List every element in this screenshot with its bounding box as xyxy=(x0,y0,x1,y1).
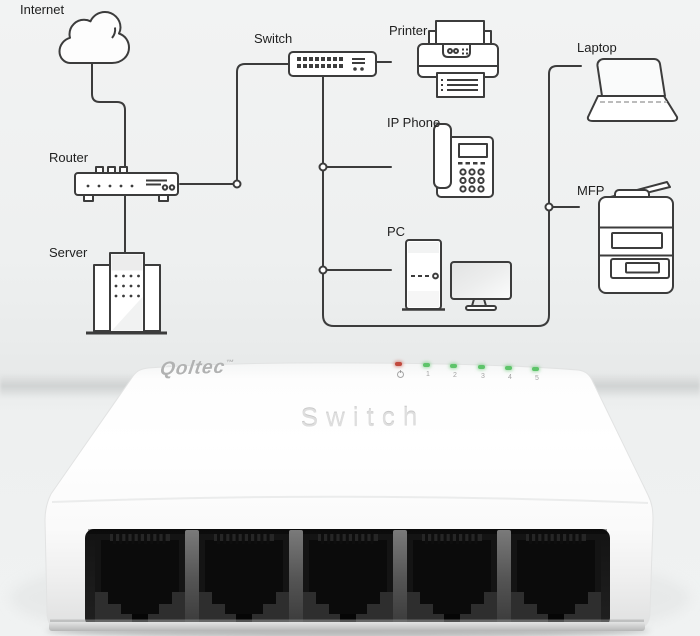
server-icon xyxy=(86,252,167,335)
label-printer: Printer xyxy=(389,23,428,38)
bottom-base-strip xyxy=(49,622,645,631)
mfp-icon xyxy=(598,181,674,294)
internet-cloud-icon xyxy=(58,11,130,64)
pc-icon xyxy=(402,239,512,311)
ethernet-port-1 xyxy=(95,534,185,623)
label-switch: Switch xyxy=(254,31,293,46)
line-switch-trunk xyxy=(322,65,582,327)
ethernet-port-4 xyxy=(407,534,497,623)
label-router: Router xyxy=(49,150,89,165)
ethernet-port-2 xyxy=(199,534,289,623)
port-recess-top-shade xyxy=(88,529,607,534)
label-pc: PC xyxy=(387,224,406,239)
switch-icon xyxy=(288,51,377,77)
device-model-text: Switch xyxy=(300,401,426,433)
ethernet-port-3 xyxy=(303,534,393,623)
front-edge-crease xyxy=(51,495,649,504)
ip-phone-icon xyxy=(433,123,494,198)
ethernet-port-5 xyxy=(511,534,601,623)
port-dividers xyxy=(185,530,511,626)
brand-trademark: ™ xyxy=(225,358,235,368)
label-server: Server xyxy=(49,245,88,260)
line-switch-to-junction xyxy=(236,63,290,181)
brand-text: Qoltec xyxy=(158,356,227,381)
label-laptop: Laptop xyxy=(577,40,617,55)
line-internet-router-server xyxy=(91,62,126,256)
connection-lines xyxy=(91,61,582,327)
label-ip-phone: IP Phone xyxy=(387,115,441,130)
router-icon xyxy=(74,166,179,202)
junction-nodes xyxy=(232,162,554,275)
laptop-icon xyxy=(586,58,679,122)
label-internet: Internet xyxy=(20,2,65,17)
network-diagram xyxy=(58,11,679,335)
switch-product-photo xyxy=(10,362,690,636)
label-mfp: MFP xyxy=(577,183,605,198)
bottom-seam xyxy=(50,619,644,622)
printer-icon xyxy=(417,20,499,98)
